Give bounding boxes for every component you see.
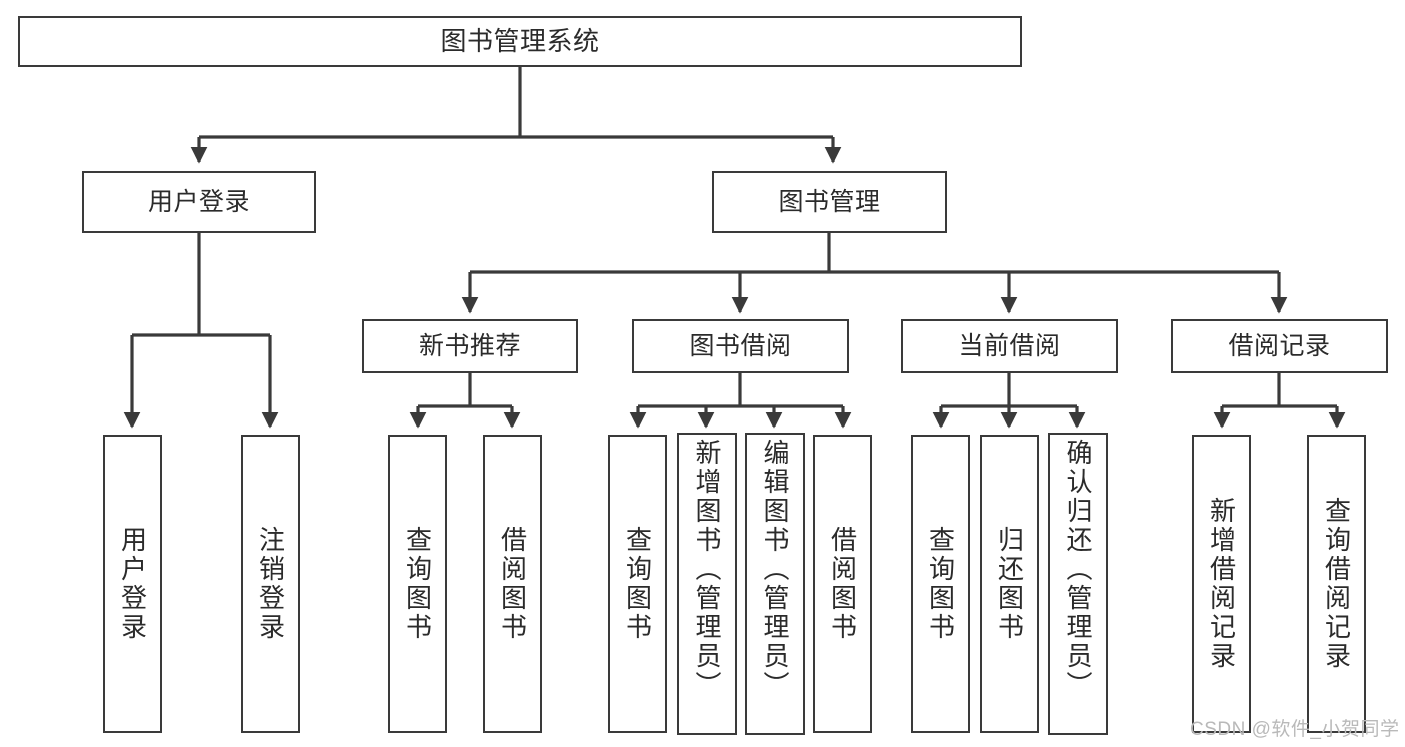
node-book-manage[interactable]: 图书管理 xyxy=(712,171,947,233)
node-root-book-management-system[interactable]: 图书管理系统 xyxy=(18,16,1022,67)
node-label: 借阅图书 xyxy=(827,526,858,642)
node-leaf-user-logout[interactable]: 注销登录 xyxy=(241,435,300,733)
node-label: 图书管理系统 xyxy=(440,26,600,57)
node-user-login[interactable]: 用户登录 xyxy=(82,171,316,233)
node-new-book-recommend[interactable]: 新书推荐 xyxy=(362,319,578,373)
node-label: 查询图书 xyxy=(622,526,653,642)
node-label: 确认归还（管理员） xyxy=(1063,439,1093,700)
node-leaf-user-login[interactable]: 用户登录 xyxy=(103,435,162,733)
node-leaf-query-borrow-record[interactable]: 查询借阅记录 xyxy=(1307,435,1366,733)
node-label: 借阅记录 xyxy=(1228,331,1331,360)
node-label: 图书管理 xyxy=(778,187,881,216)
node-label: 新增图书（管理员） xyxy=(692,439,722,700)
node-book-borrow[interactable]: 图书借阅 xyxy=(632,319,849,373)
node-label: 注销登录 xyxy=(255,526,286,642)
node-label: 查询图书 xyxy=(402,526,433,642)
node-leaf-query-book-borrow[interactable]: 查询图书 xyxy=(608,435,667,733)
node-label: 借阅图书 xyxy=(497,526,528,642)
node-leaf-return-book[interactable]: 归还图书 xyxy=(980,435,1039,733)
node-leaf-query-book-recommend[interactable]: 查询图书 xyxy=(388,435,447,733)
node-leaf-borrow-book[interactable]: 借阅图书 xyxy=(813,435,872,733)
node-leaf-add-book-admin[interactable]: 新增图书（管理员） xyxy=(677,433,737,735)
node-label: 用户登录 xyxy=(117,526,148,642)
node-label: 编辑图书（管理员） xyxy=(760,439,790,700)
node-label: 新书推荐 xyxy=(418,331,521,360)
node-current-borrow[interactable]: 当前借阅 xyxy=(901,319,1118,373)
node-label: 归还图书 xyxy=(994,526,1025,642)
node-leaf-borrow-book-recommend[interactable]: 借阅图书 xyxy=(483,435,542,733)
node-label: 用户登录 xyxy=(147,187,250,216)
node-leaf-confirm-return-admin[interactable]: 确认归还（管理员） xyxy=(1048,433,1108,735)
node-label: 新增借阅记录 xyxy=(1206,497,1237,671)
node-label: 当前借阅 xyxy=(958,331,1061,360)
node-label: 查询图书 xyxy=(925,526,956,642)
node-leaf-query-book-current[interactable]: 查询图书 xyxy=(911,435,970,733)
node-leaf-add-borrow-record[interactable]: 新增借阅记录 xyxy=(1192,435,1251,733)
node-label: 查询借阅记录 xyxy=(1321,497,1352,671)
node-label: 图书借阅 xyxy=(689,331,792,360)
node-borrow-record[interactable]: 借阅记录 xyxy=(1171,319,1388,373)
csdn-watermark: CSDN @软件_小贺同学 xyxy=(1190,719,1400,740)
node-leaf-edit-book-admin[interactable]: 编辑图书（管理员） xyxy=(745,433,805,735)
